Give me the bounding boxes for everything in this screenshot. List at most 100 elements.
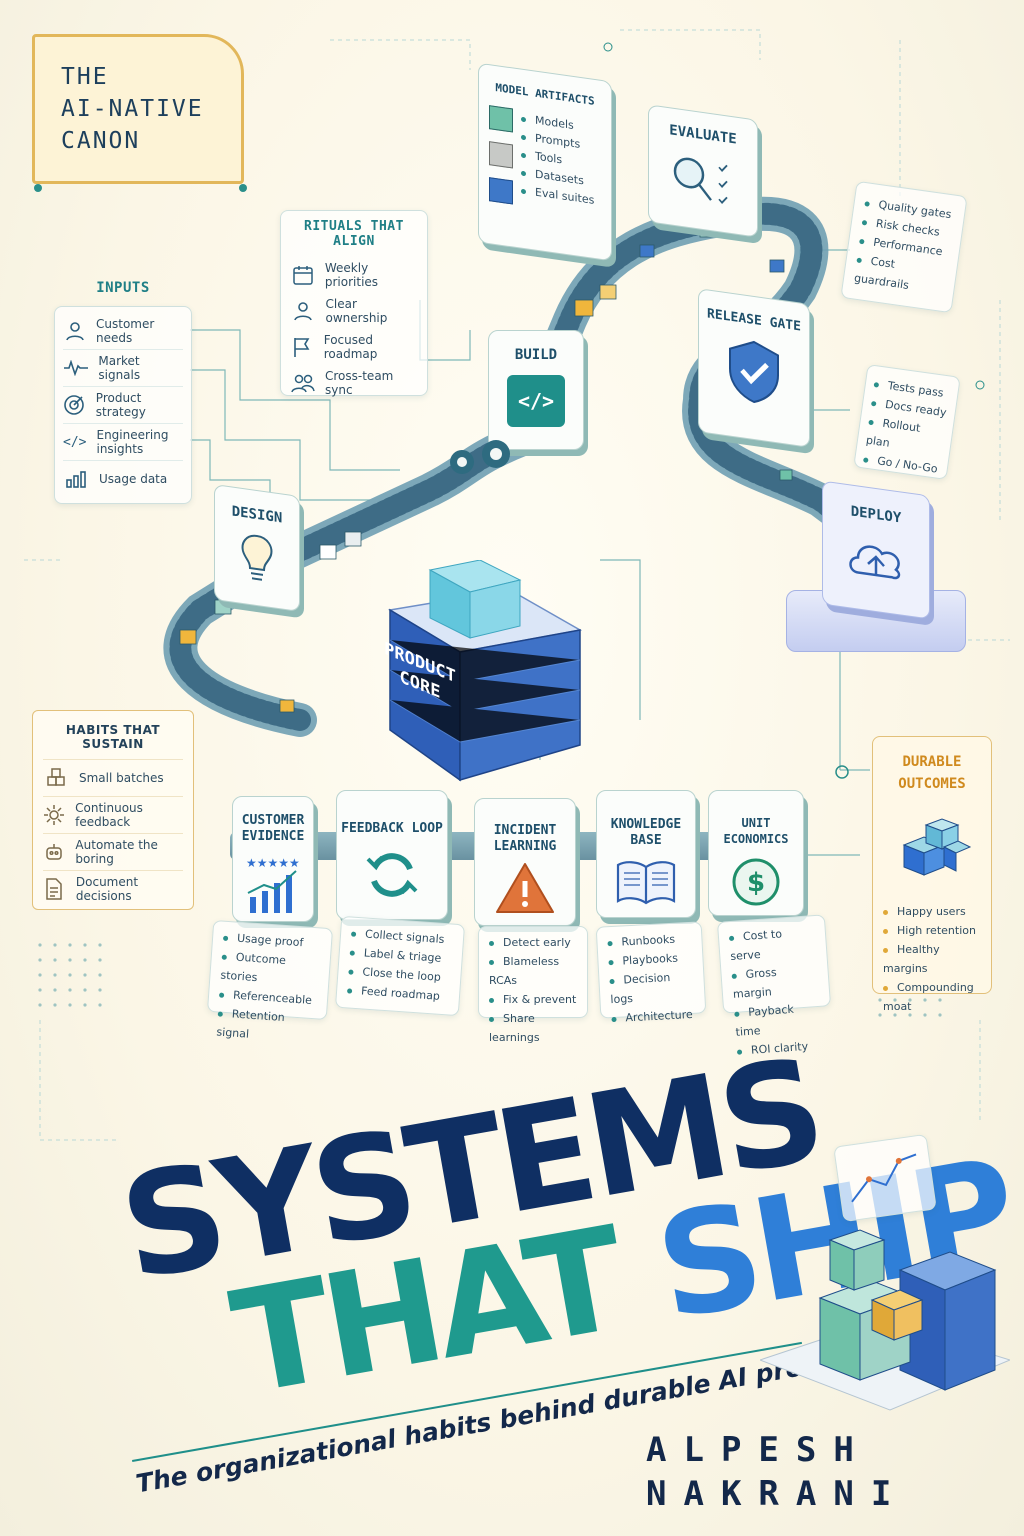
inputs-section: INPUTS Customer needs Market signals Pro… <box>54 280 192 504</box>
input-item-label: Market signals <box>98 354 141 382</box>
rituals-title: RITUALS THAT ALIGN <box>304 219 404 249</box>
ritual-item: Clear ownership <box>291 293 417 329</box>
build-station: BUILD </> <box>488 330 584 450</box>
rituals-panel: RITUALS THAT ALIGN Weekly priorities Cle… <box>280 210 428 397</box>
artifacts-title: MODEL ARTIFACTS <box>495 81 595 108</box>
inputs-panel: Customer needs Market signals Product st… <box>54 306 192 504</box>
habit-item-label: Automate the boring <box>75 838 158 866</box>
input-item-label: Usage data <box>99 472 168 486</box>
svg-text:$: $ <box>747 868 765 898</box>
input-item: </> Engineering insights <box>63 423 183 460</box>
input-item-label: Customer needs <box>96 317 155 345</box>
code-screen-icon: </> <box>507 375 565 427</box>
evidence-chart-icon: ★★★★★ <box>233 853 313 922</box>
series-title-line-1: THE <box>61 64 109 90</box>
input-item: Market signals <box>63 349 183 386</box>
flag-icon <box>291 334 314 360</box>
bar-chart-icon <box>63 466 89 492</box>
book-icon <box>597 859 695 910</box>
module-bullet: Share learnings <box>489 1012 540 1044</box>
pulse-icon <box>63 355 88 381</box>
build-label: BUILD <box>514 347 558 363</box>
model-cube-icon <box>489 105 513 133</box>
habit-item: Small batches <box>43 759 183 796</box>
module-bullet: Detect early <box>489 933 577 952</box>
ritual-item: Weekly priorities <box>291 257 417 293</box>
outcome-item: High retention <box>883 921 981 940</box>
magnifier-checklist-icon <box>649 143 757 223</box>
dollar-icon: $ <box>709 857 803 912</box>
habits-panel: HABITS THAT SUSTAIN Small batches Contin… <box>32 710 194 910</box>
shield-check-icon <box>699 332 809 416</box>
calendar-icon <box>291 262 315 288</box>
gear-icon <box>43 802 65 828</box>
deploy-label: DEPLOY <box>850 503 902 527</box>
incident-learning-bullets: Detect early Blameless RCAs Fix & preven… <box>478 926 588 1044</box>
input-item-label: Engineering insights <box>96 428 169 456</box>
habit-item-label: Small batches <box>79 771 164 785</box>
lightbulb-icon <box>215 527 299 596</box>
code-icon: </> <box>63 434 87 450</box>
document-icon <box>43 876 66 902</box>
design-label: DESIGN <box>231 503 283 527</box>
series-badge: THE AI-NATIVE CANON <box>32 34 244 184</box>
module-title: FEEDBACK LOOP <box>341 821 443 836</box>
release-checks-panel: Tests pass Docs ready Rollout plan Go / … <box>853 363 961 481</box>
outcome-item: Compounding moat <box>883 981 974 1013</box>
user-icon <box>291 298 316 324</box>
svg-text:★★★★★: ★★★★★ <box>246 856 300 870</box>
team-icon <box>291 370 315 396</box>
habit-item: Automate the boring <box>43 833 183 870</box>
trend-line-icon <box>851 1153 917 1203</box>
habit-item: Continuous feedback <box>43 796 183 833</box>
input-item: Customer needs <box>63 313 183 349</box>
ritual-item: Cross-team sync <box>291 365 417 401</box>
habit-item-label: Document decisions <box>75 875 139 903</box>
outcome-item: Healthy margins <box>883 943 940 975</box>
inputs-title: INPUTS <box>96 280 150 296</box>
gears-icon <box>440 432 520 487</box>
warning-icon <box>475 861 575 920</box>
stacked-cubes-icon <box>890 811 974 890</box>
evaluate-station: EVALUATE <box>648 104 758 238</box>
input-item: Product strategy <box>63 386 183 423</box>
ritual-item: Focused roadmap <box>291 329 417 365</box>
cloud-upload-icon <box>823 528 929 596</box>
module-bullet: Blameless RCAs <box>489 955 560 987</box>
user-icon <box>63 318 86 344</box>
model-artifacts-card: MODEL ARTIFACTS Models Prompts Tools Dat… <box>478 62 612 262</box>
ritual-item-label: Clear ownership <box>325 297 388 325</box>
quality-gates-panel: Quality gates Risk checks Performance Co… <box>840 180 968 314</box>
dataset-cube-icon <box>489 177 513 205</box>
habit-item: Document decisions <box>43 870 183 907</box>
author-name: ALPESH NAKRANI <box>646 1428 906 1516</box>
module-bullet: Fix & prevent <box>489 990 577 1009</box>
stacked-blocks-illustration <box>758 1210 1012 1430</box>
author-first: ALPESH <box>646 1430 871 1470</box>
input-item: Usage data <box>63 460 183 497</box>
ritual-item-label: Cross-team sync <box>325 369 394 397</box>
release-gate-label: RELEASE GATE <box>707 306 801 335</box>
refresh-icon <box>337 847 447 908</box>
series-title-line-2: AI-NATIVE <box>61 96 204 122</box>
ritual-item-label: Focused roadmap <box>323 333 378 361</box>
deploy-station: DEPLOY <box>822 480 930 620</box>
trend-chart-note <box>833 1133 937 1223</box>
robot-icon <box>43 839 65 865</box>
habits-title: HABITS THAT SUSTAIN <box>65 723 161 751</box>
outcome-item: Happy users <box>883 902 981 921</box>
target-icon <box>63 392 86 418</box>
author-last: NAKRANI <box>646 1474 909 1514</box>
design-station: DESIGN <box>214 483 300 613</box>
